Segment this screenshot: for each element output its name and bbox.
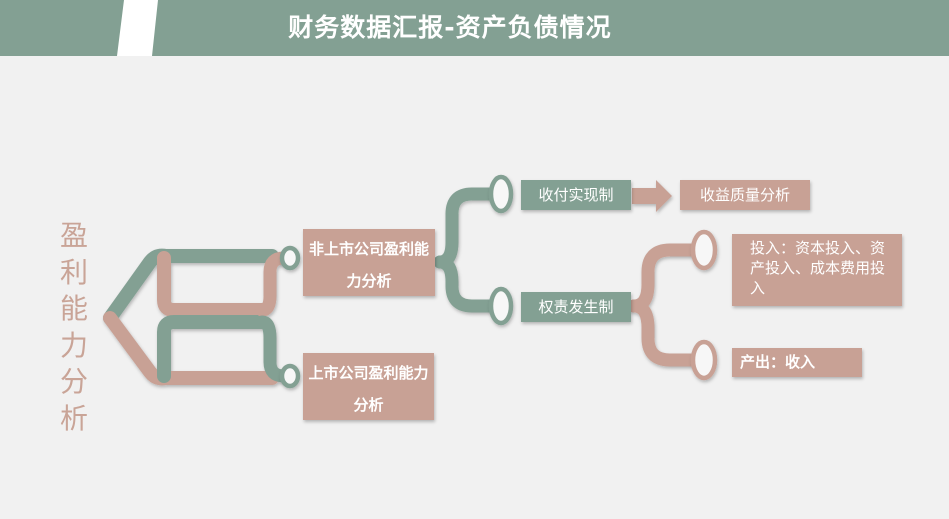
node-oval-input — [690, 229, 718, 271]
bracket-pink-bottom — [627, 299, 701, 367]
node-oval-non-listed — [279, 245, 301, 271]
node-oval-accrual-basis — [488, 286, 514, 326]
node-non-listed-profitability: 非上市公司盈利能力分析 — [303, 229, 435, 296]
node-oval-output — [690, 339, 718, 381]
node-accrual-basis: 权责发生制 — [521, 292, 631, 322]
node-oval-cash-basis — [488, 174, 514, 214]
arrow-shaft-pink — [157, 251, 269, 317]
bracket-pink-upper — [255, 251, 291, 317]
header-stripe — [117, 0, 158, 56]
node-listed-profitability: 上市公司盈利能力分析 — [303, 353, 434, 420]
node-input: 投入：资本投入、资产投入、成本费用投入 — [732, 234, 902, 306]
side-label-profitability-analysis: 盈利能力分析 — [59, 219, 88, 435]
page-title: 财务数据汇报-资产负债情况 — [288, 13, 612, 42]
bracket-green-lower — [255, 315, 291, 383]
bracket-green-top — [433, 187, 501, 269]
bracket-green-bottom — [433, 255, 501, 313]
node-output: 产出：收入 — [732, 348, 862, 377]
node-oval-listed — [279, 363, 301, 389]
node-income-quality-analysis: 收益质量分析 — [680, 180, 810, 210]
arrow-shaft-green — [157, 315, 269, 383]
header-bar: 财务数据汇报-资产负债情况 — [0, 0, 949, 56]
bracket-pink-top — [627, 243, 701, 313]
arrow-right-icon — [632, 180, 672, 212]
node-cash-basis: 收付实现制 — [521, 180, 631, 210]
